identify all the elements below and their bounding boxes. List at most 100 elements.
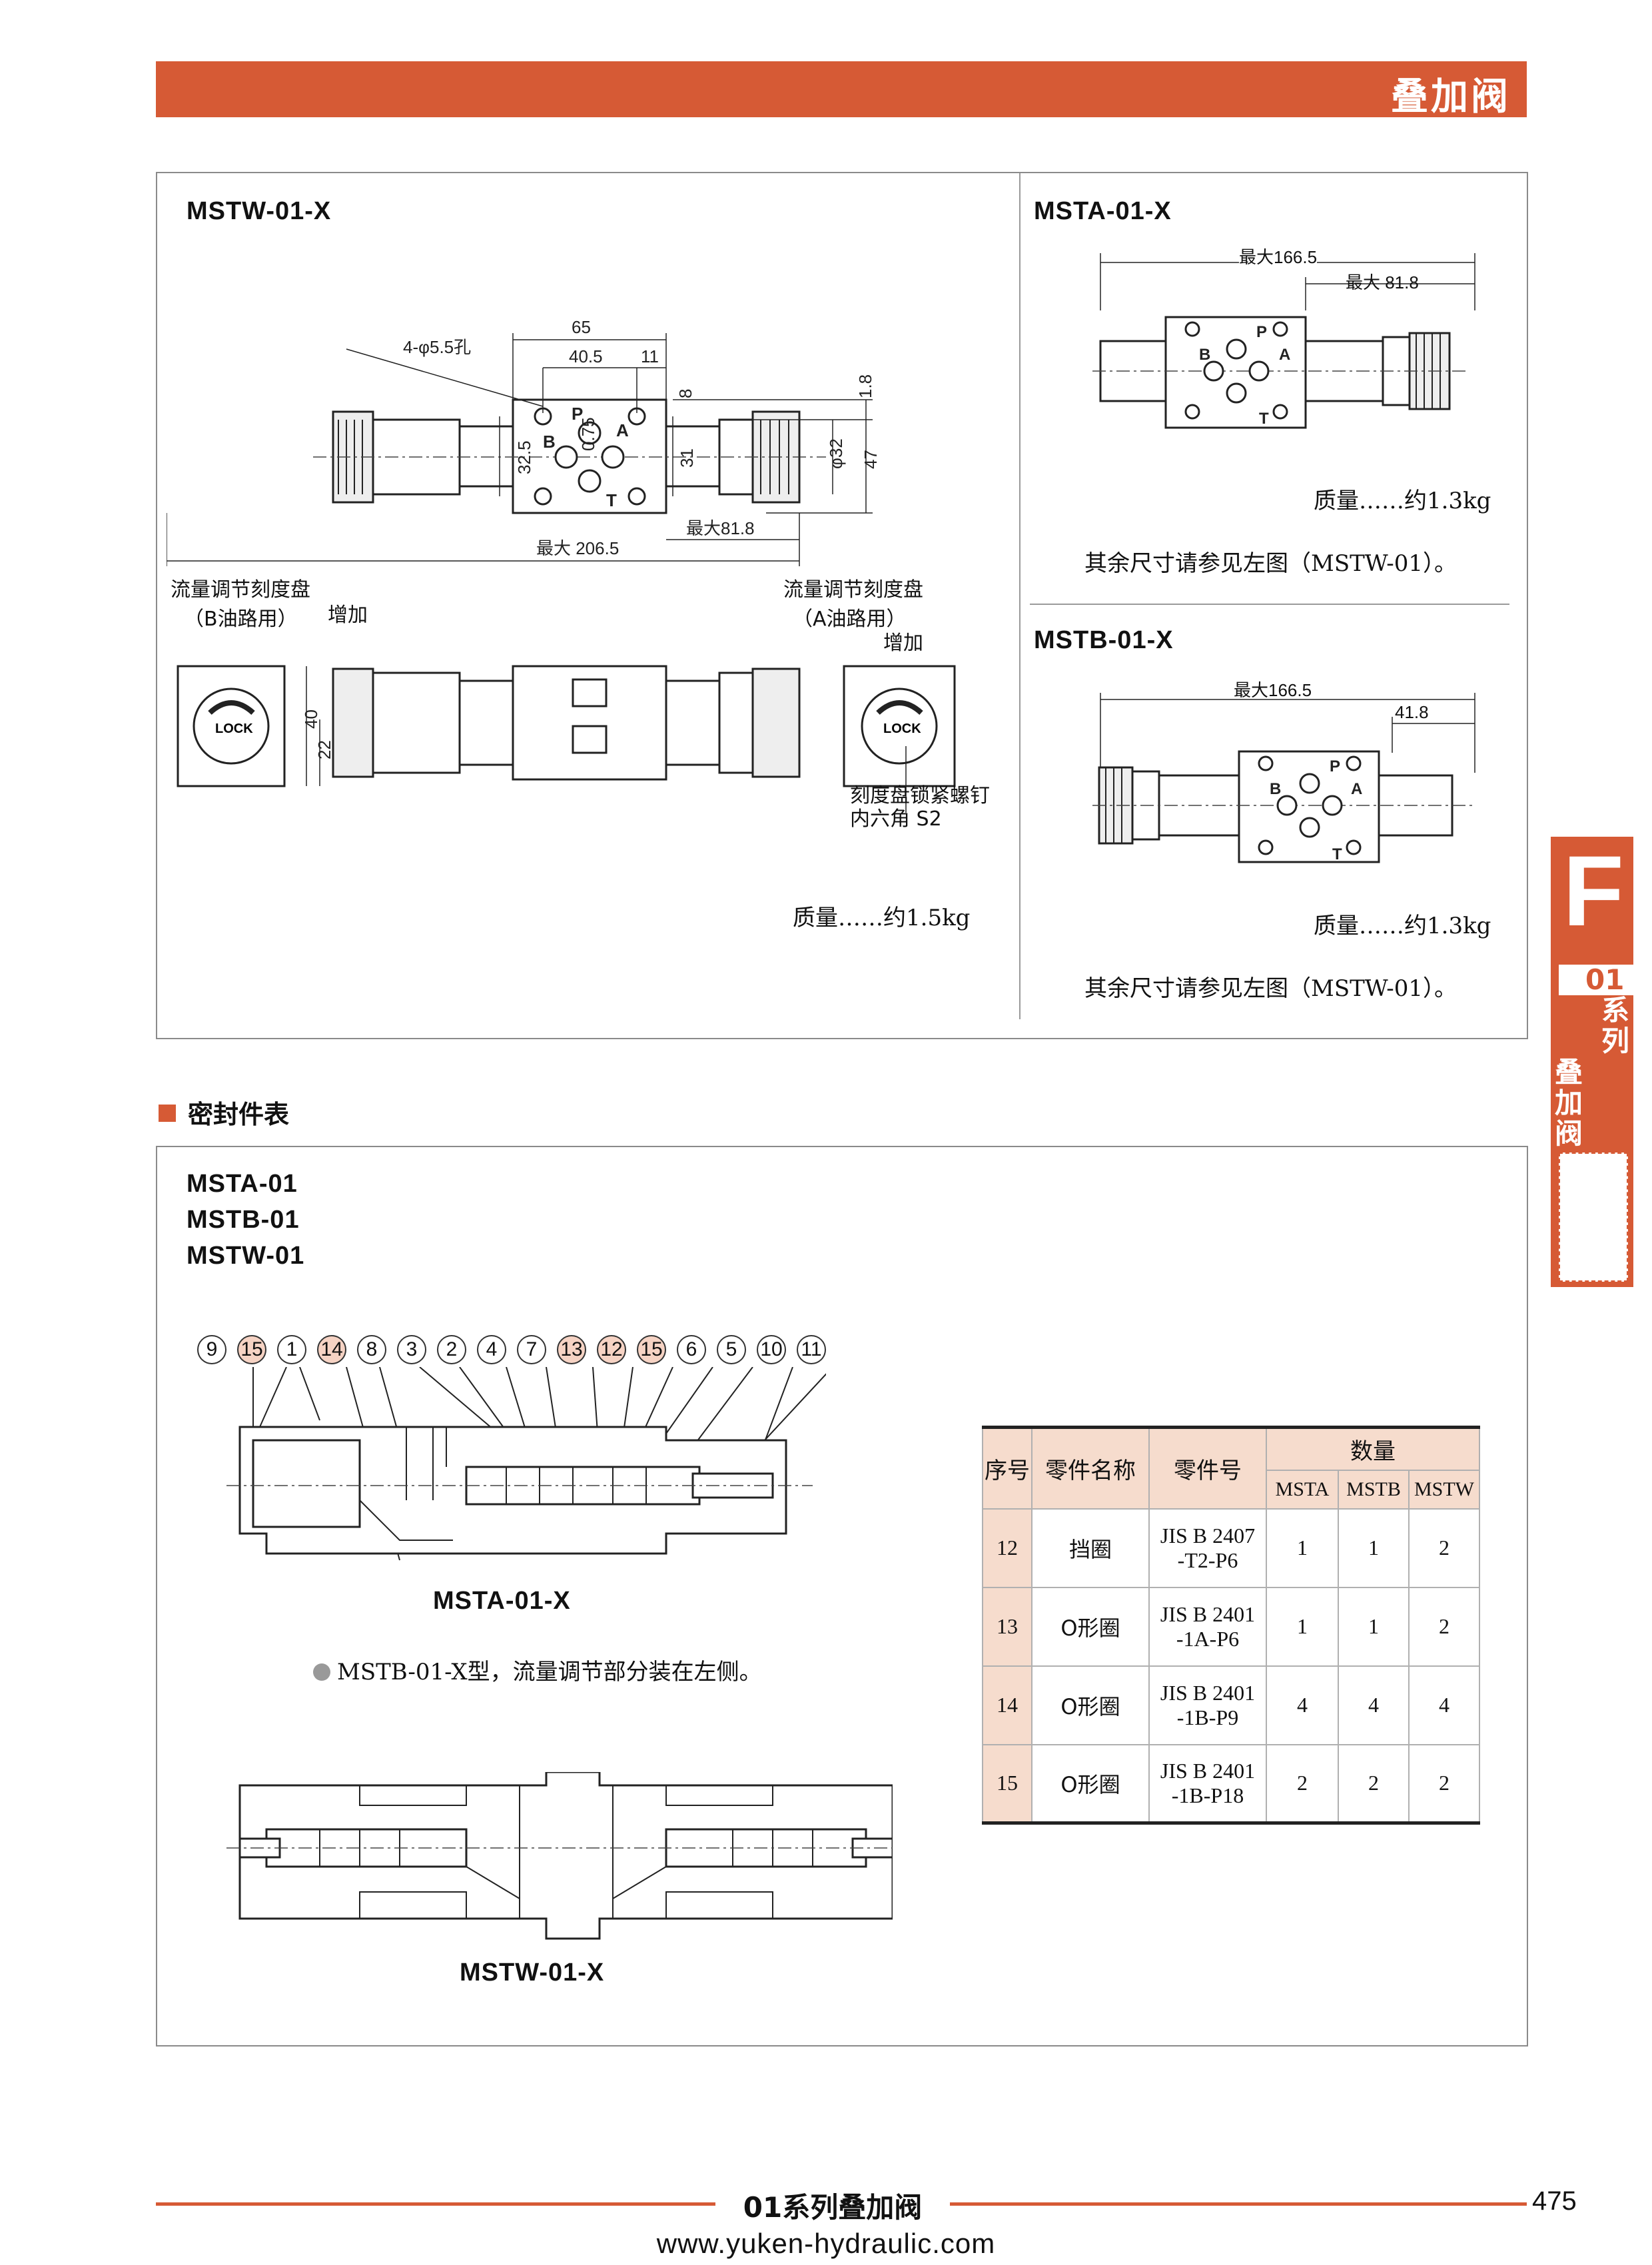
row-part: JIS B 2407-T2-P6 (1148, 1508, 1267, 1588)
mstb-note: 其余尺寸请参见左图（MSTW-01）。 (1084, 975, 1457, 1002)
callout-circle: 14 (317, 1335, 346, 1364)
msta-port-p: P (1256, 323, 1267, 341)
mstb-mass: 质量……约1.3kg (1314, 913, 1491, 939)
section-letter: F (1563, 835, 1624, 947)
dim-40: 40 (301, 709, 321, 729)
msta-model-label: MSTA-01-X (1034, 197, 1172, 225)
mstb-port-b: B (1270, 780, 1281, 798)
footer-line-left (156, 2202, 715, 2206)
mstw-section-caption: MSTW-01-X (460, 1959, 605, 1987)
callout-circle: 12 (597, 1335, 626, 1364)
mstw-mass: 质量……约1.5kg (793, 905, 971, 931)
dim-32-5: 32.5 (514, 440, 534, 474)
mstw-port-b: B (543, 432, 556, 452)
page-number: 475 (1532, 2186, 1577, 2216)
callout-circle: 8 (357, 1335, 386, 1364)
row-no: 13 (982, 1586, 1032, 1667)
mstb-port-t: T (1332, 845, 1342, 863)
col-header-no: 序号 (982, 1426, 1032, 1510)
row-part: JIS B 2401-1A-P6 (1148, 1586, 1267, 1667)
row-mstw: 2 (1408, 1586, 1480, 1667)
row-part: JIS B 2401-1B-P9 (1148, 1665, 1267, 1745)
callout-circle: 15 (637, 1335, 666, 1364)
dim-11: 11 (641, 346, 659, 366)
dim-holes: 4-φ5.5孔 (403, 337, 471, 357)
table-row: 12 挡圈 JIS B 2407-T2-P6 1 1 2 (982, 1508, 1480, 1588)
msta-port-a: A (1279, 346, 1290, 364)
mstw-port-a: A (616, 420, 629, 440)
callout-circle: 3 (397, 1335, 426, 1364)
panel-divider-horizontal (1030, 604, 1509, 605)
side-tab-valve-icon (1559, 1152, 1628, 1282)
dial-b-lock: LOCK (215, 721, 253, 736)
dim-phi32: φ32 (826, 438, 846, 469)
mstb-dim-41-8: 41.8 (1395, 702, 1429, 722)
callout-circle: 11 (797, 1335, 826, 1364)
mstw-drawing: P A B T 65 40.5 11 4-φ5.5孔 0.75 8 1.8 32… (167, 317, 956, 813)
msta-dim-max-81-8: 最大 81.8 (1346, 272, 1419, 292)
dim-65: 65 (572, 317, 591, 337)
row-name: O形圈 (1031, 1743, 1150, 1824)
seal-model-item: MSTA-01 (187, 1170, 298, 1198)
dial-b-increase: 增加 (328, 604, 368, 627)
mstw-section-drawing (226, 1772, 893, 1940)
col-header-part: 零件号 (1148, 1426, 1267, 1510)
row-mstb: 1 (1338, 1586, 1410, 1667)
page-title: 叠加阀 (1391, 75, 1511, 119)
lock-screw-label: 刻度盘锁紧螺钉 内六角 S2 (850, 784, 990, 831)
dim-47: 47 (861, 450, 881, 469)
section-side-text: 01 系 列 叠 加 阀 (1551, 964, 1633, 1149)
table-row: 15 O形圈 JIS B 2401-1B-P18 2 2 2 (982, 1743, 1480, 1824)
row-no: 14 (982, 1665, 1032, 1745)
callout-circle: 10 (757, 1335, 786, 1364)
dial-a-lock: LOCK (883, 721, 921, 736)
dim-40-5: 40.5 (569, 346, 603, 366)
dim-max-206-5: 最大 206.5 (536, 538, 619, 558)
col-header-qty: 数量 (1266, 1426, 1480, 1471)
mstb-port-p: P (1330, 757, 1340, 775)
msta-port-b: B (1199, 346, 1210, 364)
msta-section-caption: MSTA-01-X (433, 1587, 571, 1615)
seal-model-item: MSTB-01 (187, 1206, 300, 1234)
heading-square-icon (159, 1105, 176, 1122)
row-mstb: 2 (1338, 1743, 1410, 1824)
row-msta: 4 (1266, 1665, 1339, 1745)
row-mstw: 2 (1408, 1743, 1480, 1824)
row-name: 挡圈 (1031, 1508, 1150, 1588)
row-msta: 2 (1266, 1743, 1339, 1824)
mstb-model-label: MSTB-01-X (1034, 626, 1174, 654)
header-bar: 叠加阀 (156, 61, 1527, 119)
msta-note: 其余尺寸请参见左图（MSTW-01）。 (1084, 550, 1457, 577)
table-row: 14 O形圈 JIS B 2401-1B-P9 4 4 4 (982, 1665, 1480, 1745)
callout-circle: 4 (477, 1335, 506, 1364)
dim-1-8: 1.8 (855, 374, 875, 398)
row-mstw: 2 (1408, 1508, 1480, 1588)
msta-view: P A B T (1092, 310, 1492, 444)
dim-22: 22 (314, 740, 334, 759)
table-row: 13 O形圈 JIS B 2401-1A-P6 1 1 2 (982, 1586, 1480, 1667)
seal-model-item: MSTW-01 (187, 1242, 305, 1270)
callout-circle: 13 (557, 1335, 586, 1364)
seal-parts-table: 序号 零件名称 零件号 数量 MSTA MSTB MSTW 12 挡圈 JIS … (982, 1426, 1480, 1825)
row-part: JIS B 2401-1B-P18 (1148, 1743, 1267, 1824)
footer-url[interactable]: www.yuken-hydraulic.com (656, 2228, 996, 2259)
msta-dim-max-166-5-label: 最大166.5 (1239, 244, 1318, 268)
mstw-port-t: T (606, 490, 617, 510)
bullet-icon (313, 1663, 330, 1681)
row-mstb: 4 (1338, 1665, 1410, 1745)
dial-a-label: 流量调节刻度盘 （A油路用） (783, 578, 923, 631)
mstw-model-label: MSTW-01-X (187, 197, 332, 225)
dim-8: 8 (675, 389, 695, 398)
col-header-mstw: MSTW (1408, 1469, 1480, 1510)
seal-heading: 密封件表 (159, 1094, 289, 1131)
msta-mass: 质量……约1.3kg (1314, 488, 1491, 514)
callout-circle: 9 (197, 1335, 226, 1364)
dim-31: 31 (677, 448, 697, 468)
dial-a-increase: 增加 (883, 632, 923, 655)
callout-circle: 7 (517, 1335, 546, 1364)
mstb-port-a: A (1351, 780, 1362, 798)
seal-model-list: MSTA-01 MSTB-01 MSTW-01 (187, 1166, 304, 1274)
row-mstb: 1 (1338, 1508, 1410, 1588)
mstw-port-p: P (572, 404, 583, 424)
